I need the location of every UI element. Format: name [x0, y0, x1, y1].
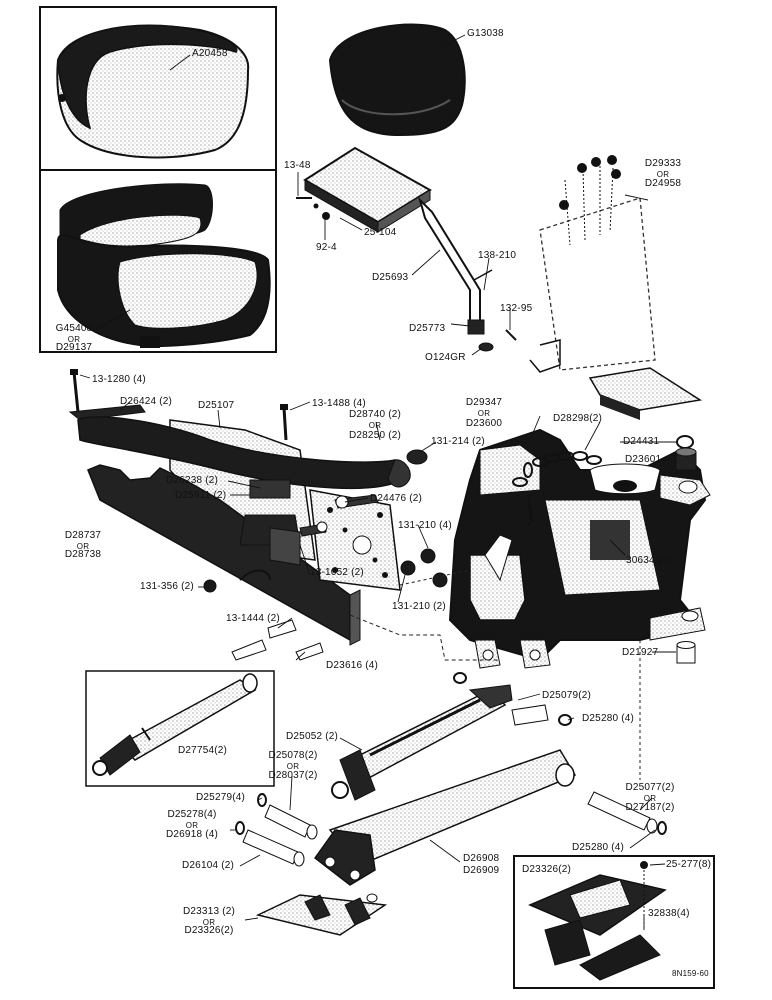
label-132-95: 132-95: [500, 303, 533, 314]
label-131-356: 131-356 (2): [140, 581, 194, 592]
side-frame-d28737: [87, 464, 361, 646]
label-138-210: 138-210: [478, 250, 517, 261]
label-d26104: D26104 (2): [182, 860, 235, 871]
label-d28740-or: OR: [368, 421, 382, 430]
label-d25077-or: OR: [643, 794, 657, 803]
label-30634: 30634 (4): [626, 555, 671, 566]
hydraulic-cylinder-d25052: [331, 672, 572, 801]
label-g13038: G13038: [467, 28, 504, 39]
drawing-number: 8N159-60: [672, 969, 709, 978]
label-d21927: D21927: [622, 647, 659, 658]
boom-d26908: [313, 749, 577, 886]
bushings: [675, 435, 697, 664]
label-d25107: D25107: [198, 400, 235, 411]
label-d29347-or: OR: [477, 409, 491, 418]
label-d25773: D25773: [409, 323, 446, 334]
label-g45408-or: OR: [67, 335, 81, 344]
label-d28250: D28250 (2): [348, 430, 402, 441]
pins-and-clips: [235, 791, 667, 867]
label-32838: 32838(4): [648, 908, 690, 919]
seat-inset-box: [39, 6, 277, 353]
label-d29347: D29347: [465, 397, 503, 408]
label-d23600: D23600: [465, 418, 503, 429]
label-d26908: D26908: [463, 853, 500, 864]
label-d27187: D27187(2): [625, 802, 675, 813]
label-131-210-2: 131-210 (2): [392, 601, 446, 612]
label-d25279: D25279(4): [196, 792, 246, 803]
label-d25078-or: OR: [286, 762, 300, 771]
label-13-48: 13-48: [284, 160, 311, 171]
label-d26909: D26909: [463, 865, 500, 876]
bolt-and-bracket: [68, 369, 288, 441]
label-o124gr: O124GR: [425, 352, 466, 363]
label-d27754: D27754(2): [178, 745, 228, 756]
leader-lines: [79, 34, 678, 930]
label-25-277: 25-277(8): [666, 859, 712, 870]
label-d25077: D25077(2): [625, 782, 675, 793]
label-d25052: D25052 (2): [286, 731, 339, 742]
label-131-214: 131-214 (2): [431, 436, 485, 447]
label-d23326-box: D23326(2): [522, 864, 572, 875]
spacer-blocks: [239, 479, 301, 581]
seat-mount-plate: [296, 146, 517, 352]
label-d29137: D29137: [55, 342, 93, 353]
label-a20458: A20458: [192, 48, 228, 59]
wear-plate-d23313: [255, 893, 388, 936]
label-d26424: D26424 (2): [120, 396, 173, 407]
seat-g13038: [328, 23, 466, 137]
seat-g45408: [57, 183, 271, 348]
label-d25079: D25079(2): [542, 690, 592, 701]
dashed-connection-lines: [349, 569, 641, 780]
label-d24431: D24431: [623, 436, 660, 447]
label-d28738: D28738: [64, 549, 102, 560]
label-d23616: D23616 (4): [326, 660, 379, 671]
label-d23313-or: OR: [202, 918, 216, 927]
label-d28737-or: OR: [76, 542, 90, 551]
label-d26918: D26918 (4): [165, 829, 219, 840]
pad-inset-box: [513, 855, 715, 989]
seat-a20458: [56, 24, 250, 159]
label-d26238: D26238 (2): [166, 475, 219, 486]
label-d25911: D25911 (2): [175, 490, 227, 501]
cylinder-inset-box: [85, 670, 275, 787]
label-d25278-or: OR: [185, 821, 199, 830]
label-d29333: D29333: [644, 158, 682, 169]
label-13-1488: 13-1488 (4): [312, 398, 366, 409]
chain-d28298: [512, 451, 602, 526]
label-d23601: D23601: [625, 454, 662, 465]
label-13-1280: 13-1280 (4): [92, 374, 146, 385]
label-d25278: D25278(4): [167, 809, 217, 820]
label-d25078: D25078(2): [268, 750, 318, 761]
label-d23313: D23313 (2): [182, 906, 236, 917]
label-d28298: D28298(2): [553, 413, 603, 424]
label-d28737: D28737: [64, 530, 102, 541]
label-d25693: D25693: [372, 272, 409, 283]
label-131-210-4: 131-210 (4): [398, 520, 452, 531]
label-d28037: D28037(2): [268, 770, 318, 781]
label-92-4: 92-4: [316, 242, 337, 253]
label-d25280-b: D25280 (4): [572, 842, 625, 853]
label-d24476: D24476 (2): [370, 493, 423, 504]
label-g45408: G45408: [55, 323, 93, 334]
label-d29333-or: OR: [656, 170, 670, 179]
label-25-104: 25-104: [364, 227, 397, 238]
seat-spring-cover: [529, 155, 656, 373]
label-13-1052: 13-1052 (2): [310, 567, 364, 578]
label-13-1444: 13-1444 (2): [226, 613, 280, 624]
label-d23326: D23326(2): [184, 925, 234, 936]
label-d28740: D28740 (2): [348, 409, 402, 420]
label-d25280-a: D25280 (4): [582, 713, 635, 724]
label-d24958: D24958: [644, 178, 682, 189]
mount-plate-holes: [309, 489, 401, 591]
